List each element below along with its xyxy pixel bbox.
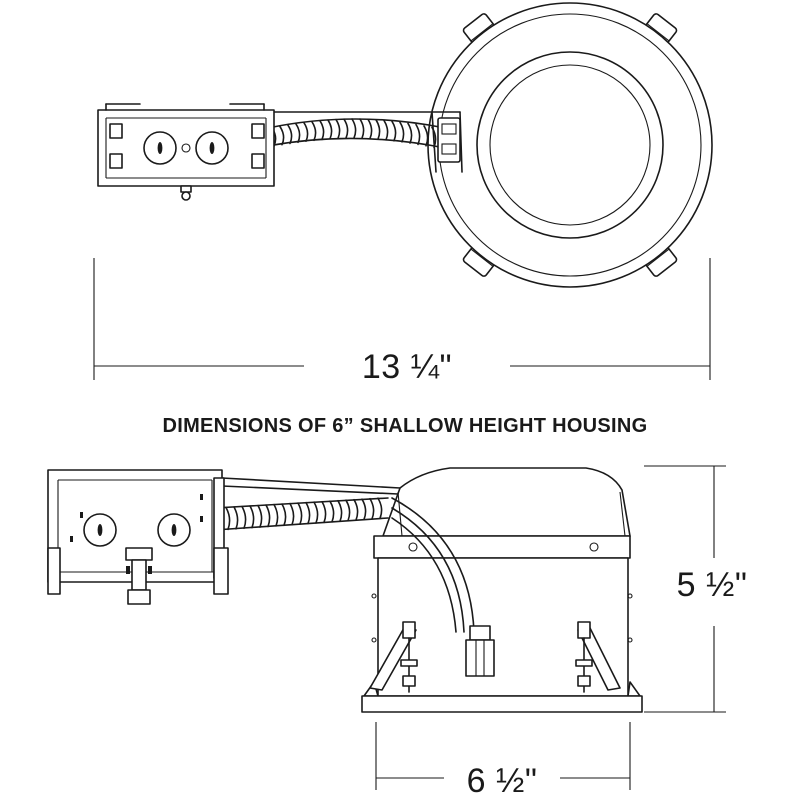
cable-coil: [351, 118, 357, 139]
cable-coil: [287, 124, 293, 145]
side-mounting-clip-right: [575, 621, 621, 693]
top-view: 13 ¼": [93, 2, 713, 386]
dimension-height-label: 5 ½": [677, 566, 748, 604]
cable-coil: [305, 501, 311, 525]
cable-coil: [345, 499, 351, 522]
dimension-width: 6 ½": [375, 722, 631, 800]
side-lead-wires: [391, 497, 495, 677]
cable-coil: [257, 504, 263, 528]
cable-coil: [337, 499, 343, 523]
cable-coil: [359, 118, 365, 139]
cable-coil: [353, 498, 359, 521]
cable-coil: [415, 123, 421, 146]
diagram-title: DIMENSIONS OF 6” SHALLOW HEIGHT HOUSING: [162, 415, 647, 437]
cable-coil: [265, 504, 271, 528]
cable-coil: [319, 120, 325, 141]
housing-aperture-inner: [489, 64, 651, 226]
housing-outer-ring: [427, 2, 713, 288]
top-round-housing: [427, 2, 713, 288]
cable-coil: [327, 119, 333, 140]
side-connector-bar: [221, 477, 401, 495]
dimension-length: 13 ¼": [93, 258, 711, 386]
cable-coil: [367, 118, 373, 140]
cable-coil: [377, 497, 383, 520]
cable-coil: [329, 500, 335, 523]
housing-aperture-outer: [476, 51, 664, 239]
side-knockout-left: [83, 513, 117, 547]
cable-coil: [423, 125, 429, 147]
cable-coil: [225, 506, 231, 531]
side-housing-dome: [382, 467, 631, 537]
cable-coil: [321, 500, 327, 524]
cable-coil: [249, 505, 255, 529]
cable-coil: [375, 118, 381, 140]
cable-coil: [407, 122, 413, 144]
dimension-width-label: 6 ½": [467, 762, 538, 800]
top-junction-box: [97, 103, 275, 201]
cable-coil: [343, 118, 349, 139]
top-knockout-left: [143, 131, 177, 165]
cable-coil: [369, 497, 375, 520]
cable-coil: [311, 120, 317, 142]
cable-coil: [295, 123, 301, 144]
cable-coil: [431, 126, 437, 149]
cable-coil: [383, 119, 389, 141]
side-armored-cable: [214, 497, 389, 531]
side-view: 5 ½" 6 ½": [47, 465, 748, 800]
cable-coil: [303, 122, 309, 143]
top-knockout-right: [195, 131, 229, 165]
cable-coil: [361, 498, 367, 521]
cable-coil: [399, 121, 405, 143]
side-knockout-right: [157, 513, 191, 547]
top-armored-cable: [267, 117, 461, 163]
cable-coil: [313, 501, 319, 524]
cable-coil: [281, 503, 287, 527]
cable-coil: [279, 125, 285, 146]
dimension-height: 5 ½": [644, 465, 748, 713]
side-mounting-clip-left: [369, 621, 418, 693]
cable-coil: [233, 506, 239, 530]
cable-coil: [391, 120, 397, 142]
cable-coil: [289, 502, 295, 526]
cable-coil: [335, 118, 341, 140]
side-junction-box: [47, 469, 229, 605]
dimension-length-label: 13 ¼": [362, 348, 452, 386]
cable-coil: [297, 502, 303, 525]
cable-coil: [241, 505, 247, 530]
side-wire-connector: [465, 625, 495, 677]
side-box-latch: [125, 547, 153, 605]
cable-coil: [273, 503, 279, 527]
side-housing-can: [361, 535, 643, 713]
